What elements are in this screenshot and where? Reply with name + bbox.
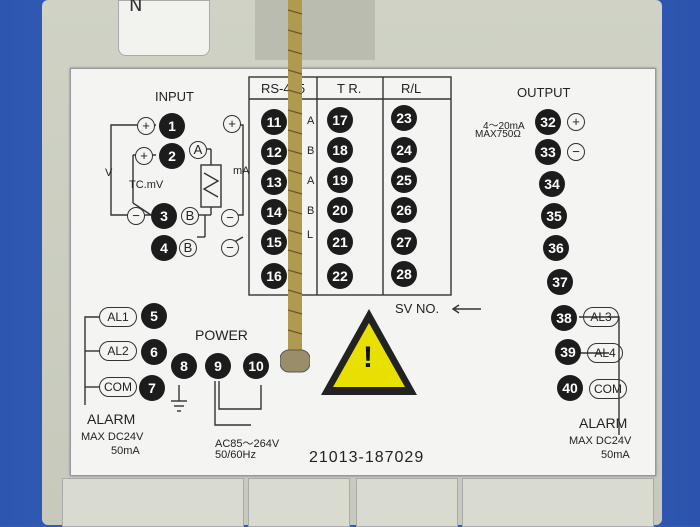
terminal-17: 17 [327,107,353,133]
rl-header: R/L [401,81,422,96]
terminal-10: 10 [243,353,269,379]
terminal-15: 15 [261,229,287,255]
terminal-8: 8 [171,353,197,379]
sv-no-label: SV NO. [395,301,440,316]
plus-symbol: + [135,147,153,165]
minus-symbol: − [221,209,239,227]
terminal-7: 7 [139,375,165,401]
terminal-6: 6 [141,339,167,365]
terminal-28: 28 [391,261,417,287]
com-label-left: COM [99,377,137,397]
housing-top-label: N [118,0,210,56]
terminal-9: 9 [205,353,231,379]
output-spec-line1: 4～20mA [483,121,525,132]
rs485-suffix-b: B [307,205,315,217]
alarm-spec-right-1: MAX DC24V [569,435,632,447]
housing-foot-mid2 [356,478,458,527]
terminal-21: 21 [327,229,353,255]
terminal-40: 40 [557,375,583,401]
minus-symbol: − [127,207,145,225]
housing-foot-right [462,478,654,527]
terminal-14: 14 [261,199,287,225]
terminal-34: 34 [539,171,565,197]
terminal-38: 38 [551,305,577,331]
al1-label: AL1 [99,307,137,327]
model-number: 21013-187029 [309,449,425,466]
terminal-19: 19 [327,167,353,193]
terminal-1: 1 [159,113,185,139]
warning-triangle-fill [333,323,405,387]
housing-connector-block [255,0,375,60]
rs485-suffix-l: L [307,229,314,241]
terminal-20: 20 [327,197,353,223]
alarm-title-right: ALARM [579,415,628,431]
terminal-22: 22 [327,263,353,289]
alarm-spec-left-2: 50mA [111,445,140,457]
terminal-23: 23 [391,105,417,131]
ma-label: mA [233,165,250,177]
al3-label: AL3 [583,307,619,327]
wiring-diagram-lines [84,76,620,435]
terminal-label-plate: INPUT 1 2 3 4 + + − + − − A B B TC.mV V … [70,68,656,476]
housing-label-text: N [129,0,143,16]
terminal-4: 4 [151,235,177,261]
letter-a: A [189,141,207,159]
tr-header: T R. [337,81,362,96]
rs485-suffix-a: A [307,175,315,187]
plus-symbol: + [223,115,241,133]
plus-symbol: + [567,113,585,131]
terminal-32: 32 [535,109,561,135]
terminal-27: 27 [391,229,417,255]
terminal-5: 5 [141,303,167,329]
terminal-3: 3 [151,203,177,229]
minus-symbol: − [567,143,585,161]
letter-b: B [179,239,197,257]
minus-symbol: − [221,239,239,257]
screwdriver-screw [280,0,310,373]
al2-label: AL2 [99,341,137,361]
power-spec-2: 50/60Hz [215,449,256,461]
terminal-12: 12 [261,139,287,165]
terminal-18: 18 [327,137,353,163]
terminal-16: 16 [261,263,287,289]
power-spec-1: AC85～264V [215,438,280,450]
terminal-24: 24 [391,137,417,163]
terminal-13: 13 [261,169,287,195]
terminal-36: 36 [543,235,569,261]
terminal-2: 2 [159,143,185,169]
housing-foot-mid [248,478,350,527]
letter-b: B [181,207,199,225]
terminal-25: 25 [391,167,417,193]
terminal-26: 26 [391,197,417,223]
terminal-37: 37 [547,269,573,295]
alarm-spec-right-2: 50mA [601,449,630,461]
terminal-33: 33 [535,139,561,165]
tc-mv-label: TC.mV [129,179,164,191]
terminal-11: 11 [261,109,287,135]
housing-foot-left [62,478,244,527]
output-spec-line2: MAX750Ω [475,129,521,140]
com-label-right: COM [589,379,627,399]
power-title: POWER [195,327,248,343]
plus-symbol: + [137,117,155,135]
terminal-39: 39 [555,339,581,365]
terminal-35: 35 [541,203,567,229]
alarm-title-left: ALARM [87,411,136,427]
input-title: INPUT [155,89,194,104]
output-title: OUTPUT [517,85,571,100]
rs485-suffix-a: A [307,115,315,127]
warning-exclamation: ! [363,341,373,374]
v-label: V [105,167,113,179]
alarm-spec-left-1: MAX DC24V [81,431,144,443]
rs485-suffix-b: B [307,145,315,157]
al4-label: AL4 [587,343,623,363]
